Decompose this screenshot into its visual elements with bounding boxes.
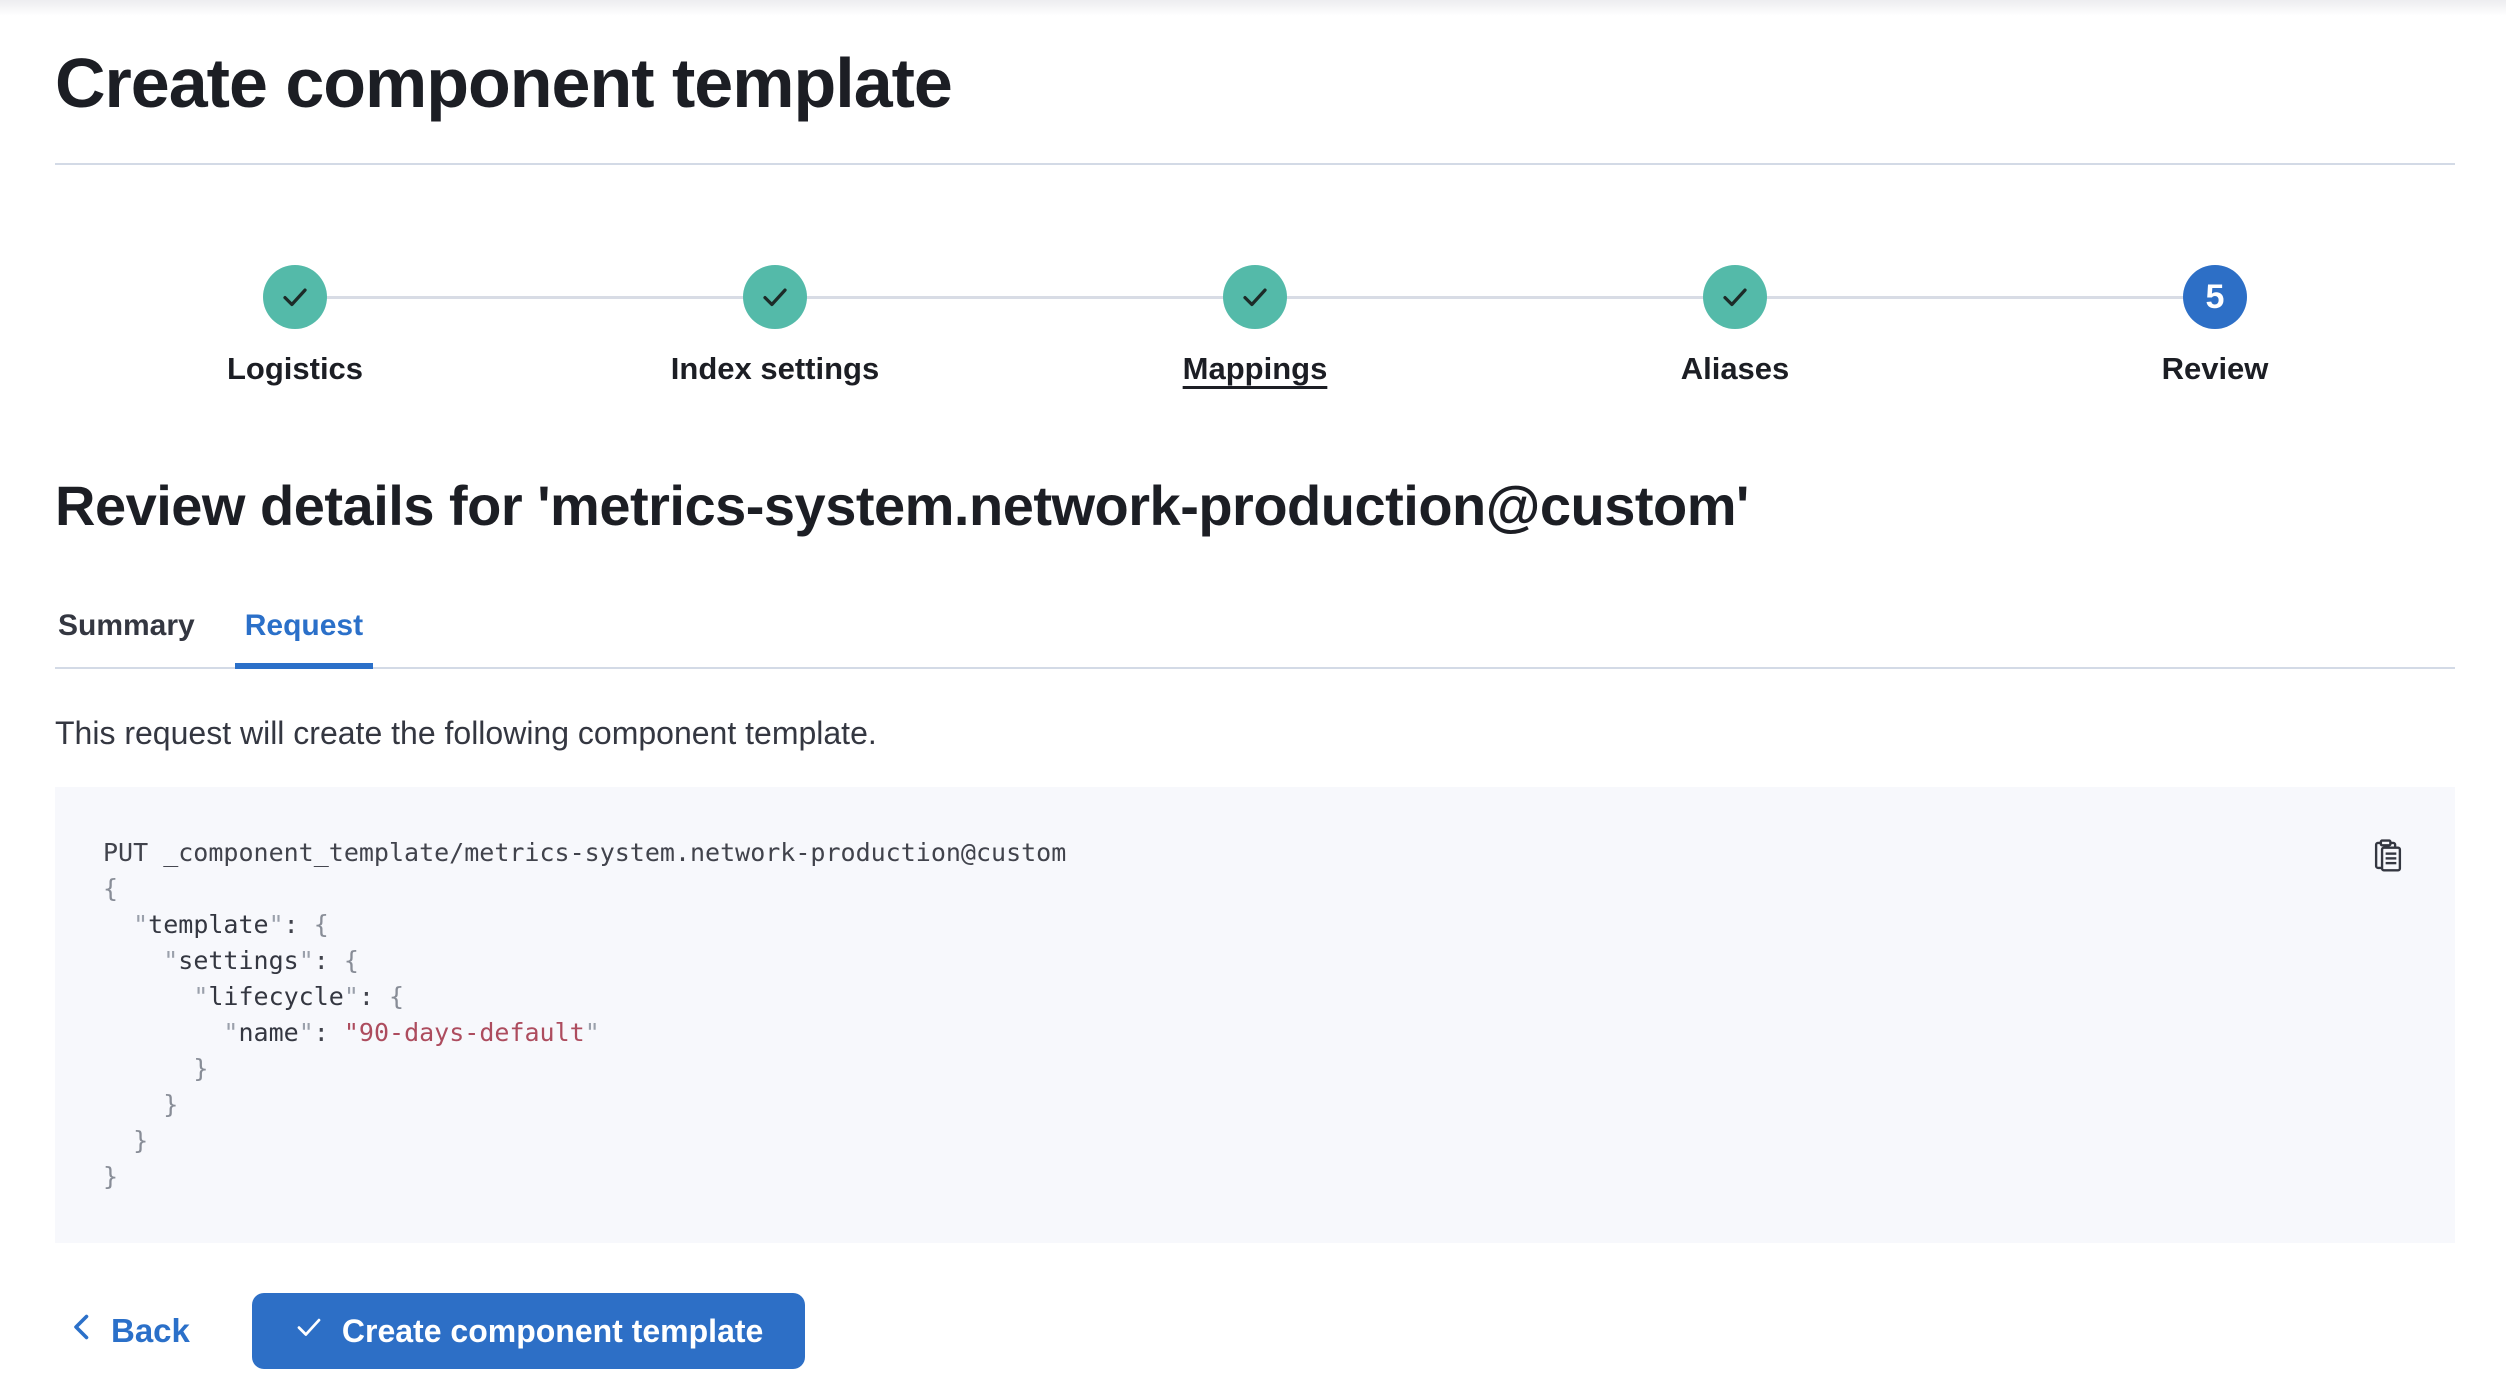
step-label-mappings[interactable]: Mappings: [1182, 351, 1328, 386]
step-label-logistics[interactable]: Logistics: [226, 351, 364, 386]
back-button-label: Back: [111, 1312, 190, 1349]
back-button[interactable]: Back: [69, 1312, 190, 1350]
step-label-review[interactable]: Review: [2161, 351, 2269, 386]
create-component-template-button[interactable]: Create component template: [251, 1293, 806, 1369]
step-review[interactable]: 5 Review: [1975, 265, 2455, 387]
step-number-badge: 5: [2183, 265, 2247, 329]
review-tabs: Summary Request: [55, 609, 2455, 669]
request-description: This request will create the following c…: [55, 715, 877, 751]
step-index-settings[interactable]: Index settings: [535, 265, 1015, 387]
step-complete-check-icon: [1223, 265, 1287, 329]
header-divider: [55, 163, 2455, 165]
step-label-index-settings[interactable]: Index settings: [670, 351, 880, 386]
wizard-footer: Back Create component template: [55, 1293, 2455, 1369]
step-number: 5: [2205, 277, 2225, 316]
request-code-block: PUT _component_template/metrics-system.n…: [55, 787, 2455, 1243]
step-label-aliases[interactable]: Aliases: [1680, 351, 1790, 386]
review-details-heading: Review details for 'metrics-system.netwo…: [55, 474, 1749, 537]
code-content: PUT _component_template/metrics-system.n…: [103, 838, 1067, 1191]
check-icon: [294, 1312, 324, 1350]
copy-clipboard-icon: [2369, 839, 2407, 878]
tab-request[interactable]: Request: [234, 609, 374, 669]
step-complete-check-icon: [263, 265, 327, 329]
step-complete-check-icon: [1703, 265, 1767, 329]
step-complete-check-icon: [743, 265, 807, 329]
step-progress: Logistics Index settings Mappings Aliase…: [55, 265, 2455, 387]
page-title: Create component template: [55, 44, 953, 122]
step-logistics[interactable]: Logistics: [55, 265, 535, 387]
top-shadow-strip: [0, 0, 2506, 16]
create-button-label: Create component template: [341, 1312, 764, 1349]
tab-summary[interactable]: Summary: [58, 609, 195, 642]
step-aliases[interactable]: Aliases: [1495, 265, 1975, 387]
chevron-left-icon: [69, 1312, 95, 1350]
step-mappings[interactable]: Mappings: [1015, 265, 1495, 387]
copy-button[interactable]: [2369, 837, 2407, 875]
